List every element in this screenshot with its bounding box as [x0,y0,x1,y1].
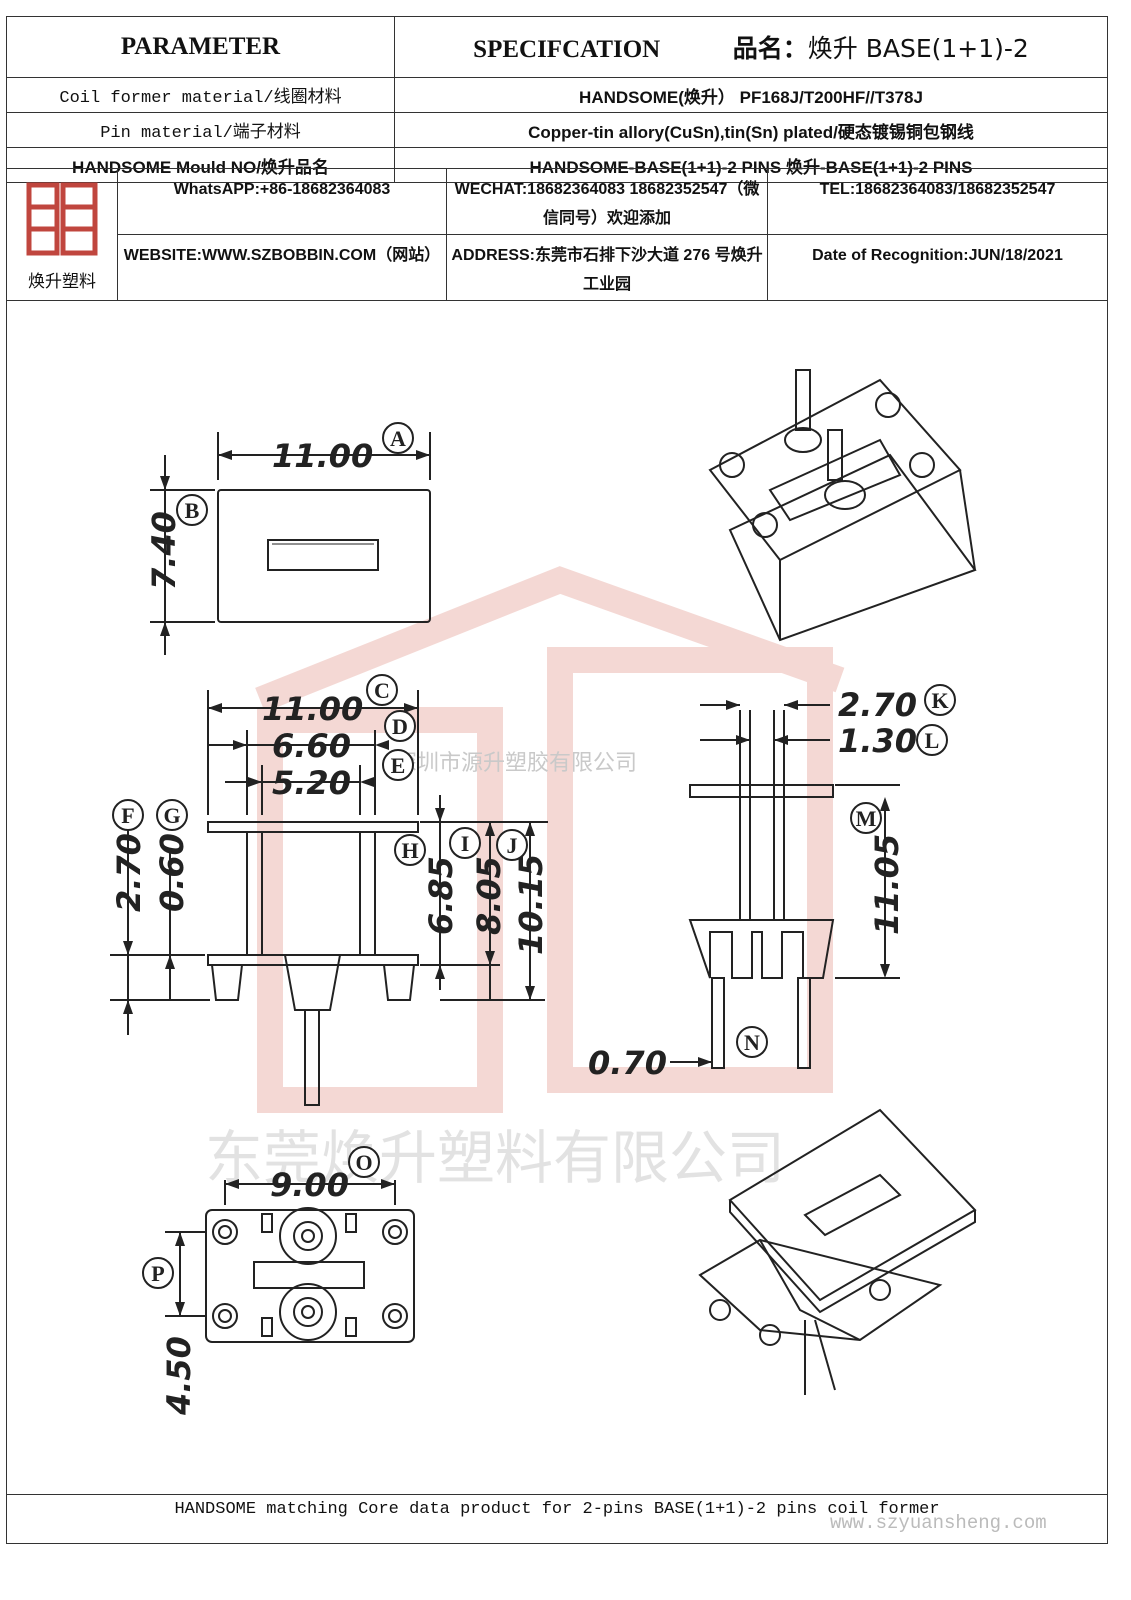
label-I: I [449,827,481,859]
label-C: C [366,674,398,706]
dim-D-value: 6.60 [272,727,351,765]
svg-text:C: C [374,678,390,703]
front-view [110,690,548,1106]
label-K: K [924,684,956,716]
watermark-text-1: 深圳市源升塑胶有限公司 [395,751,637,776]
dim-A-value: 11.00 [272,437,373,475]
svg-text:I: I [461,831,470,856]
svg-text:L: L [925,728,940,753]
svg-text:D: D [392,714,408,739]
label-O: O [348,1146,380,1178]
product-label: 品名： [732,36,808,63]
label-L: L [916,724,948,756]
side-view [670,704,900,1069]
handsome-logo-icon [26,182,98,255]
pin-material-label: Pin material/端子材料 [6,112,395,148]
svg-text:P: P [151,1261,164,1286]
svg-text:J: J [507,833,518,858]
label-A: A [382,422,414,454]
svg-text:F: F [121,803,134,828]
spec-header-table: PARAMETER SPECIFCATION 品名：焕升 BASE(1+1)-2… [6,16,1108,183]
logo-text: 焕升塑料 [28,271,96,291]
logo-cell: 焕升塑料 [6,168,118,301]
label-H: H [394,834,426,866]
dim-K-value: 2.70 [838,686,917,724]
svg-text:N: N [744,1030,760,1055]
label-E: E [382,749,414,781]
label-N: N [736,1026,768,1058]
dim-C-value: 11.00 [262,690,363,728]
svg-text:G: G [163,803,180,828]
footer-website: www.szyuansheng.com [830,1512,1047,1534]
watermark-text-2: 东莞焕升塑料有限公司 [205,1124,785,1192]
dim-O-value: 9.00 [270,1166,349,1204]
dim-N-value: 0.70 [588,1044,667,1082]
specification-heading: SPECIFCATION 品名：焕升 BASE(1+1)-2 [394,16,1108,78]
dim-H-value: 6.85 [422,856,460,935]
svg-text:H: H [401,838,418,863]
dim-B-value: 7.40 [145,511,183,590]
label-G: G [156,799,188,831]
label-F: F [112,799,144,831]
svg-text:A: A [390,426,406,451]
address: ADDRESS:东莞市石排下沙大道 276 号焕升工业园 [446,234,768,301]
dim-M-value: 11.05 [868,834,906,935]
company-info-table: 焕升塑料 WhatsAPP:+86-18682364083 WECHAT:186… [6,168,1108,301]
telephone: TEL:18682364083/18682352547 [767,168,1108,235]
dim-G-value: 0.60 [153,833,191,912]
label-D: D [384,710,416,742]
website: WEBSITE:WWW.SZBOBBIN.COM（网站） [117,234,447,301]
dim-I-value: 8.05 [470,856,508,935]
svg-text:B: B [185,498,200,523]
svg-text:M: M [856,806,877,831]
dim-L-value: 1.30 [838,722,917,760]
wechat: WECHAT:18682364083 18682352547（微信同号）欢迎添加 [446,168,768,235]
footer-text: HANDSOME matching Core data product for … [174,1500,940,1519]
footer-note: HANDSOME matching Core data product for … [6,1494,1108,1545]
label-P: P [142,1257,174,1289]
dim-J-value: 10.15 [512,854,550,955]
circled-labels: A B C D E F G H I J K L M N O P [112,422,956,1289]
whatsapp: WhatsAPP:+86-18682364083 [117,168,447,235]
label-J: J [496,829,528,861]
svg-text:K: K [931,688,948,713]
svg-text:O: O [355,1150,372,1175]
dim-F-value: 2.70 [110,833,148,912]
dim-E-value: 5.20 [272,764,351,802]
date-of-recognition: Date of Recognition:JUN/18/2021 [767,234,1108,301]
dimension-arrows [123,450,890,1316]
watermark-logo [255,566,845,1113]
product-name: 焕升 BASE(1+1)-2 [807,34,1029,63]
isometric-view-top [708,369,977,642]
isometric-view-bottom [698,1108,977,1395]
dim-P-value: 4.50 [160,1336,198,1416]
svg-text:E: E [391,753,406,778]
bottom-view [165,1180,415,1343]
label-M: M [850,802,882,834]
specification-title: SPECIFCATION [473,36,661,63]
label-B: B [176,494,208,526]
